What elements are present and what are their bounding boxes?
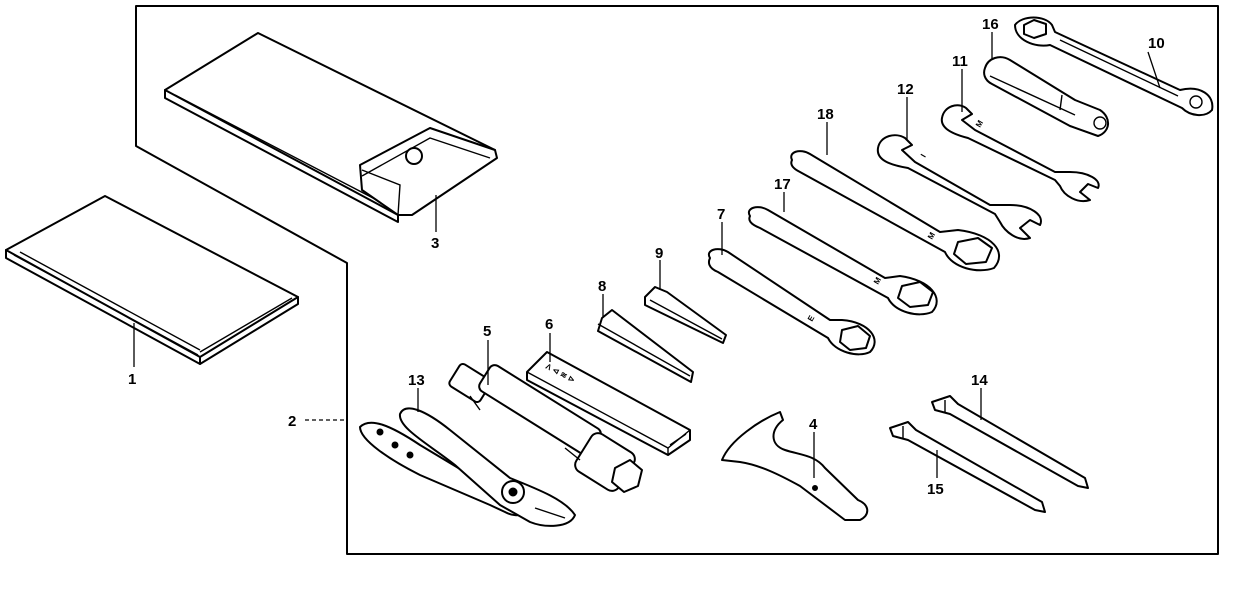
socket-handle	[983, 56, 1109, 137]
callout-2: 2	[288, 413, 296, 430]
callout-6: 6	[545, 316, 553, 333]
callout-8: 8	[598, 278, 606, 295]
callout-14: 14	[971, 372, 988, 389]
callout-17: 17	[774, 176, 791, 193]
callout-13: 13	[408, 372, 425, 389]
tool-pouch	[164, 32, 498, 223]
wrench-11-stamp: M	[974, 118, 985, 129]
wrench-18-stamp: M	[926, 230, 937, 241]
callout-7: 7	[717, 206, 725, 223]
callout-3: 3	[431, 235, 439, 252]
wrench-17-stamp: M	[872, 275, 883, 286]
tool-bag-frame	[135, 5, 1219, 555]
hex-key-large	[597, 309, 694, 383]
pin-spanner-wrench	[721, 411, 869, 521]
open-wrench-11: M	[940, 104, 1100, 202]
callout-4: 4	[809, 416, 818, 433]
wrench-7-stamp: E	[806, 313, 817, 323]
callout-11: 11	[952, 53, 968, 70]
screwdriver-handle: Λ ⊲ ≋ ⊳	[526, 351, 691, 456]
spark-plug-wrench	[448, 362, 643, 493]
screwdriver-flat	[889, 421, 1046, 513]
callout-1: 1	[128, 371, 136, 388]
screwdriver-phillips	[931, 395, 1089, 489]
callout-15: 15	[927, 481, 944, 498]
box-wrench-7: E	[707, 248, 876, 356]
combination-wrench-10	[1014, 16, 1214, 116]
owners-manual-booklet	[5, 195, 299, 365]
leader-lines	[133, 32, 1161, 478]
callout-10: 10	[1148, 35, 1165, 52]
box-wrench-17: M	[747, 206, 938, 316]
callout-12: 12	[897, 81, 914, 98]
pliers	[359, 407, 576, 527]
wrench-12-stamp: I	[919, 153, 928, 159]
callout-numbers: 1 2 3 4 5 6 7 8 9 10 11 12 13 14 15 16 1…	[128, 16, 1165, 498]
callout-18: 18	[817, 106, 834, 123]
callout-9: 9	[655, 245, 663, 262]
box-wrench-18: M	[790, 150, 1001, 272]
callout-5: 5	[483, 323, 491, 340]
open-wrench-12: I	[876, 134, 1042, 240]
hex-key-small	[644, 286, 727, 344]
callout-16: 16	[982, 16, 999, 33]
